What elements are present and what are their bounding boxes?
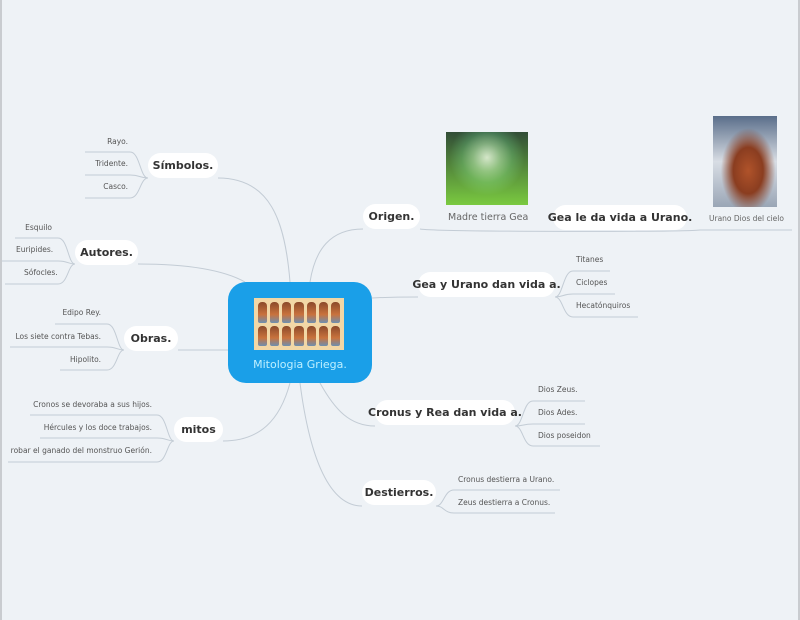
- subtopic-geriones[interactable]: robar el ganado del monstruo Gerión.: [10, 446, 152, 455]
- subtopic-ciclopes[interactable]: Ciclopes: [576, 278, 608, 287]
- subtopic-siete-contra-tebas[interactable]: Los siete contra Tebas.: [15, 332, 101, 341]
- urano-image: [713, 116, 777, 207]
- subtopic-poseidon[interactable]: Dios poseidon: [538, 431, 591, 440]
- subtopic-sofocles[interactable]: Sófocles.: [24, 268, 58, 277]
- topic-origen[interactable]: Origen.: [363, 204, 420, 229]
- subtopic-zeus-destierra[interactable]: Zeus destierra a Cronus.: [458, 498, 551, 507]
- urano-caption: Urano Dios del cielo: [709, 214, 784, 223]
- subtopic-cronus-destierra[interactable]: Cronus destierra a Urano.: [458, 475, 555, 484]
- subtopic-tridente[interactable]: Tridente.: [95, 159, 128, 168]
- topic-gea-y-urano[interactable]: Gea y Urano dan vida a.: [412, 272, 561, 297]
- subtopic-edipo-rey[interactable]: Edipo Rey.: [62, 308, 101, 317]
- topic-cronus-y-rea[interactable]: Cronus y Rea dan vida a.: [368, 400, 522, 425]
- madre-tierra-gea-caption: Madre tierra Gea: [448, 212, 529, 223]
- central-title: Mitologia Griega.: [253, 358, 347, 371]
- subtopic-hecatonquiros[interactable]: Hecatónquiros: [576, 301, 631, 310]
- subtopic-hipolito[interactable]: Hipolito.: [69, 355, 101, 364]
- subtopic-titanes[interactable]: Titanes: [576, 255, 604, 264]
- topic-simbolos[interactable]: Símbolos.: [148, 153, 218, 178]
- madre-tierra-gea-image: [446, 132, 528, 205]
- subtopic-cronos[interactable]: Cronos se devoraba a sus hijos.: [33, 400, 152, 409]
- topic-gea-le-da-vida[interactable]: Gea le da vida a Urano.: [548, 205, 692, 230]
- central-topic[interactable]: Mitologia Griega.: [228, 282, 372, 383]
- topic-mitos[interactable]: mitos: [174, 417, 223, 442]
- subtopic-esquilo[interactable]: Esquilo: [25, 223, 52, 232]
- subtopic-hercules[interactable]: Hércules y los doce trabajos.: [43, 423, 152, 432]
- topic-obras[interactable]: Obras.: [124, 326, 178, 351]
- subtopic-zeus[interactable]: Dios Zeus.: [538, 385, 578, 394]
- subtopic-casco[interactable]: Casco.: [103, 182, 128, 191]
- subtopic-rayo[interactable]: Rayo.: [107, 137, 128, 146]
- greek-gods-image: [254, 298, 344, 350]
- topic-autores[interactable]: Autores.: [75, 240, 138, 265]
- subtopic-euripides[interactable]: Euripides.: [16, 245, 54, 254]
- subtopic-ades[interactable]: Dios Ades.: [538, 408, 578, 417]
- topic-destierros[interactable]: Destierros.: [362, 480, 436, 505]
